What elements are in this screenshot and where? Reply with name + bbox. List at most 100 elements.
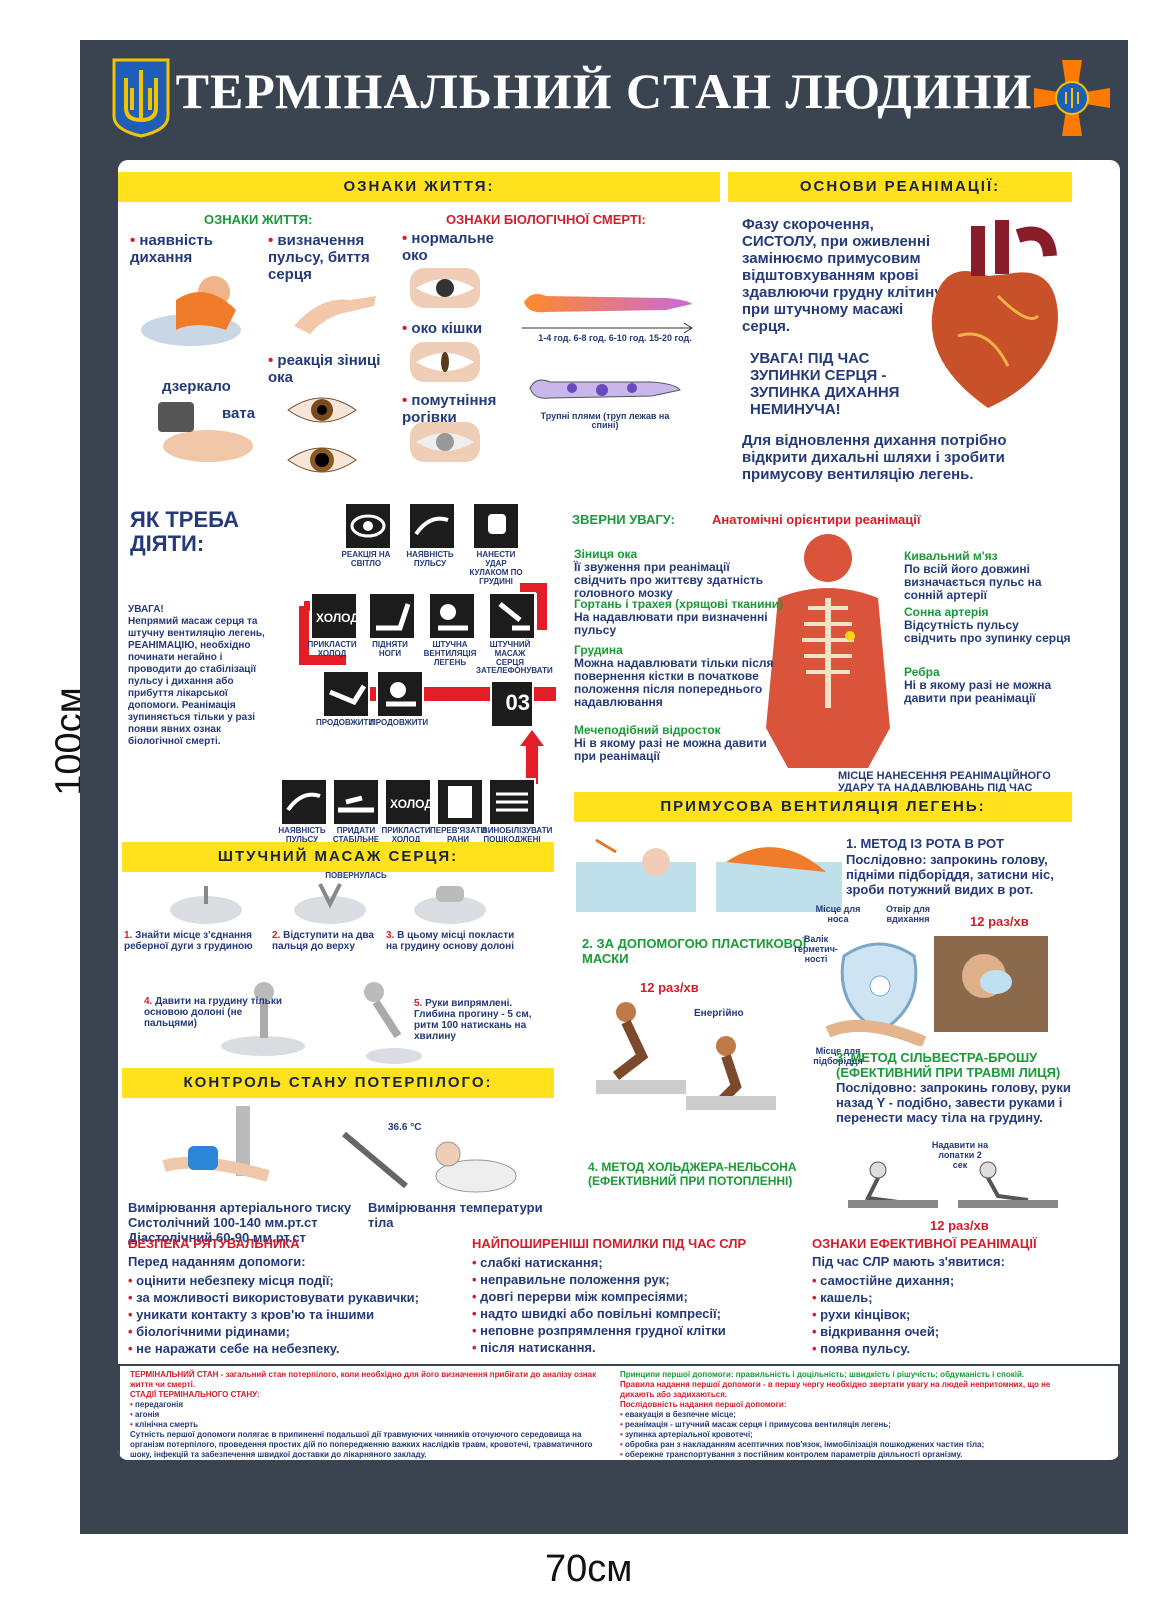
step-cold-label: ПРИКЛАСТИ ХОЛОД — [307, 640, 357, 658]
anatomy-note-heading: Гортань і трахея (хрящові тканини) — [574, 597, 784, 611]
ventilation-rate-1: 12 раз/хв — [640, 980, 699, 995]
footer-definitions: ТЕРМІНАЛЬНИЙ СТАН - загальний стан потер… — [118, 1364, 1120, 1460]
step-continue-1: ПРОДОВЖИТИ — [316, 718, 375, 727]
mistake-item: надто швидкі або повільні компресії; — [472, 1305, 792, 1322]
life-signs-header: ОЗНАКИ ЖИТТЯ: — [204, 212, 313, 227]
anatomy-note-text: Ні в якому разі не можна давити при реан… — [574, 736, 767, 763]
massage-step-1: 1. Знайти місце з'єднання реберної дуги … — [124, 930, 264, 952]
massage-step4-illustration — [221, 982, 305, 1056]
massage-step-4: 4. Давити на грудину тільки основою доло… — [144, 996, 294, 1029]
eye-icon — [287, 397, 357, 423]
act-warning-text: Непрямий масаж серця та штучну вентиляці… — [128, 616, 265, 747]
ventilation-rate-2: 12 раз/хв — [970, 914, 1029, 929]
systole-text: Фазу скорочення, СИСТОЛУ, при оживленні … — [742, 216, 943, 335]
cold-label: ХОЛОД — [316, 611, 356, 625]
anatomy-note-text: Ні в якому разі не можна давити при реан… — [904, 678, 1052, 705]
light-reaction-icon — [344, 502, 392, 550]
press-shoulders-label: Надавити на лопатки 2 сек — [931, 1140, 989, 1170]
mask-nose-label: Місце для носа — [815, 904, 861, 924]
footer-sequence-item: обробка ран з накладанням асептичних пов… — [620, 1440, 1060, 1450]
continue-icon-1 — [322, 670, 370, 718]
anatomy-note-text: На надавлювати при визначенні пульсу — [574, 610, 768, 637]
cat-eye-sign: око кішки — [402, 320, 512, 337]
anatomy-note-text: Відсутність пульсу свідчить про зупинку … — [904, 618, 1071, 645]
step-massage-label: ШТУЧНИЙ МАСАЖ СЕРЦЯ — [489, 640, 531, 667]
footer-rules: Правила надання першої допомоги - в перш… — [620, 1380, 1051, 1399]
blood-pressure-illustration — [162, 1106, 270, 1182]
phone-call-icon: 03 — [490, 680, 534, 728]
pressure-text: Вимірювання артеріального тиску Систоліч… — [128, 1200, 352, 1245]
mask-exhale-label: Отвір для вдихання — [885, 904, 931, 924]
footer-sequence-item: зупинка артеріальної кровотечі; — [620, 1430, 1060, 1440]
plastic-mask-icon — [825, 942, 927, 1046]
emergency-service-emblem-icon — [1034, 60, 1110, 136]
pulse-check-icon — [294, 296, 376, 334]
massage-step-5-num: 5. — [414, 998, 423, 1009]
mistakes-title: НАЙПОШИРЕНІШІ ПОМИЛКИ ПІД ЧАС СЛР — [472, 1236, 747, 1251]
anatomy-note-heading: Сонна артерія — [904, 605, 989, 619]
massage-step-2-text: Відступити на два пальця до верху — [272, 930, 374, 952]
step-thump-label: НАНЕСТИ УДАР КУЛАКОМ ПО ГРУДИНІ — [469, 550, 523, 586]
step4-bandage-label: ПЕРЕВ'ЯЗАТИ РАНИ — [430, 826, 487, 844]
effective-list: самостійне дихання; кашель; рухи кінціво… — [812, 1272, 1072, 1357]
footer-sequence-item: евакуація в безпечне місце; — [620, 1410, 1060, 1420]
massage-step-4-num: 4. — [144, 996, 153, 1007]
effective-item: відкривання очей; — [812, 1323, 1072, 1340]
massage-step-2-num: 2. — [272, 930, 281, 941]
timeline-arrow — [522, 322, 693, 334]
spots-caption: Трупні плями (труп лежав на спині) — [540, 411, 670, 430]
thermometer-reading: 36.6 °C — [388, 1122, 422, 1133]
step-light-label: РЕАКЦІЯ НА СВІТЛО — [341, 550, 391, 568]
mirror-test-illustration — [158, 402, 253, 462]
footer-stage: агонія — [130, 1410, 610, 1420]
cornea-sign: помутніння рогівки — [402, 392, 512, 426]
footer-sequence-item: обережне транспортування з постійним кон… — [620, 1450, 1060, 1460]
massage-step-4-text: Давити на грудину тільки основою долоні … — [144, 996, 282, 1029]
anatomy-title: Анатомічні орієнтири реанімації — [712, 512, 921, 527]
content-panel: ОЗНАКИ ЖИТТЯ: ОЗНАКИ ЖИТТЯ: ОЗНАКИ БІОЛО… — [118, 160, 1120, 1460]
cold-label-2: ХОЛОД — [390, 797, 430, 811]
pulse-sign: визначення пульсу, биття серця — [268, 232, 388, 283]
breathing-check-illustration — [141, 276, 241, 346]
width-dimension-label: 70см — [545, 1548, 633, 1590]
footer-sequence-heading: Послідовність надання першої допомоги: — [620, 1400, 787, 1409]
clouded-eye-icon — [410, 422, 480, 462]
safety-lead: Перед наданням допомоги: — [128, 1254, 306, 1269]
safety-item: оцінити небезпеку місця події; — [128, 1272, 448, 1289]
emergency-number: 03 — [505, 690, 530, 715]
footer-stage: передагонія — [130, 1400, 610, 1410]
cardiac-arrest-warning: УВАГА! ПІД ЧАС ЗУПИНКИ СЕРЦЯ - ЗУПИНКА Д… — [750, 350, 900, 418]
temperature-text: Вимірювання температури тіла — [368, 1200, 543, 1230]
massage-step-3-text: В цьому місці покласти на грудину основу… — [386, 930, 515, 952]
mouth-to-mouth-illustration — [576, 838, 842, 912]
step-legs-label: ПІДНЯТИ НОГИ — [372, 640, 408, 658]
massage-step5-illustration — [364, 982, 422, 1064]
pupil-sign: реакція зіниці ока — [268, 352, 388, 386]
massage-step3-illustration — [414, 886, 486, 924]
method1-heading: 1. МЕТОД ІЗ РОТА В РОТ — [846, 836, 1005, 851]
normal-eye-sign: нормальне око — [402, 230, 512, 264]
timeline-labels: 1-4 год. 6-8 год. 6-10 год. 15-20 год. — [538, 333, 692, 343]
method2-heading: 2. ЗА ДОПОМОГОЮ ПЛАСТИКОВОЇ МАСКИ — [582, 936, 807, 966]
massage-step-1-num: 1. — [124, 930, 133, 941]
step-pulse-label: НАЯВНІСТЬ ПУЛЬСУ — [406, 550, 454, 568]
normal-eye-icon — [410, 268, 480, 308]
signs-of-life-bar: ОЗНАКИ ЖИТТЯ: — [118, 172, 720, 202]
step4-pulse-label: НАЯВНІСТЬ ПУЛЬСУ — [278, 826, 326, 844]
mistake-item: довгі перерви між компресіями; — [472, 1288, 792, 1305]
mask-ventilation-illustration — [596, 1002, 776, 1110]
safety-item: за можливості використовувати рукавички; — [128, 1289, 448, 1306]
body-cooling-illustration — [524, 294, 692, 313]
anatomy-note-heading: Грудина — [574, 643, 623, 657]
poster-title: ТЕРМІНАЛЬНИЙ СТАН ЛЮДИНИ — [175, 63, 1033, 119]
footer-sequence-item: реанімація - штучний масаж серця і приму… — [620, 1420, 1060, 1430]
footer-left: ТЕРМІНАЛЬНИЙ СТАН - загальний стан потер… — [130, 1370, 610, 1460]
massage-step2-illustration — [294, 883, 366, 924]
ventilation-bar: ПРИМУСОВА ВЕНТИЛЯЦІЯ ЛЕГЕНЬ: — [574, 792, 1072, 822]
ventilation-rate-3: 12 раз/хв — [930, 1218, 989, 1233]
mask-seal-label: Валік герметич-ності — [794, 934, 838, 964]
recovery-position-icon — [332, 778, 380, 826]
raise-legs-icon — [368, 592, 416, 640]
mistakes-list: слабкі натискання; неправильне положення… — [472, 1254, 792, 1356]
